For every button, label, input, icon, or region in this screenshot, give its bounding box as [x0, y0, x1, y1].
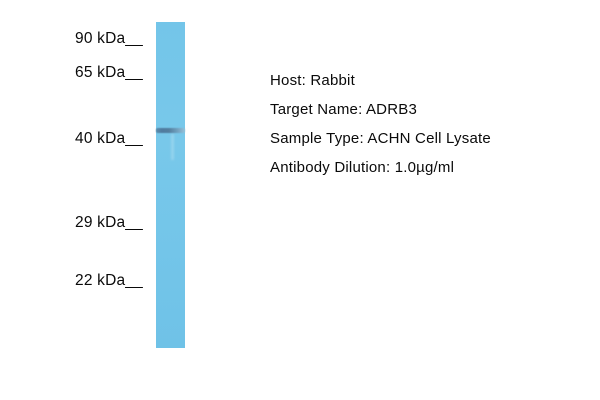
mw-marker-29kda: 29 kDa__	[75, 214, 143, 231]
sample-type-text: Sample Type: ACHN Cell Lysate	[270, 130, 491, 147]
blot-lane	[156, 22, 185, 348]
host-text: Host: Rabbit	[270, 72, 355, 89]
mw-marker-40kda: 40 kDa__	[75, 130, 143, 147]
mw-marker-90kda: 90 kDa__	[75, 30, 143, 47]
mw-marker-22kda: 22 kDa__	[75, 272, 143, 289]
mw-marker-65kda: 65 kDa__	[75, 64, 143, 81]
protein-band	[156, 128, 185, 133]
antibody-dilution-text: Antibody Dilution: 1.0µg/ml	[270, 159, 455, 176]
lane-streak	[171, 134, 174, 160]
annotation-block: Host: Rabbit Target Name: ADRB3 Sample T…	[270, 66, 491, 182]
target-name-text: Target Name: ADRB3	[270, 101, 417, 118]
